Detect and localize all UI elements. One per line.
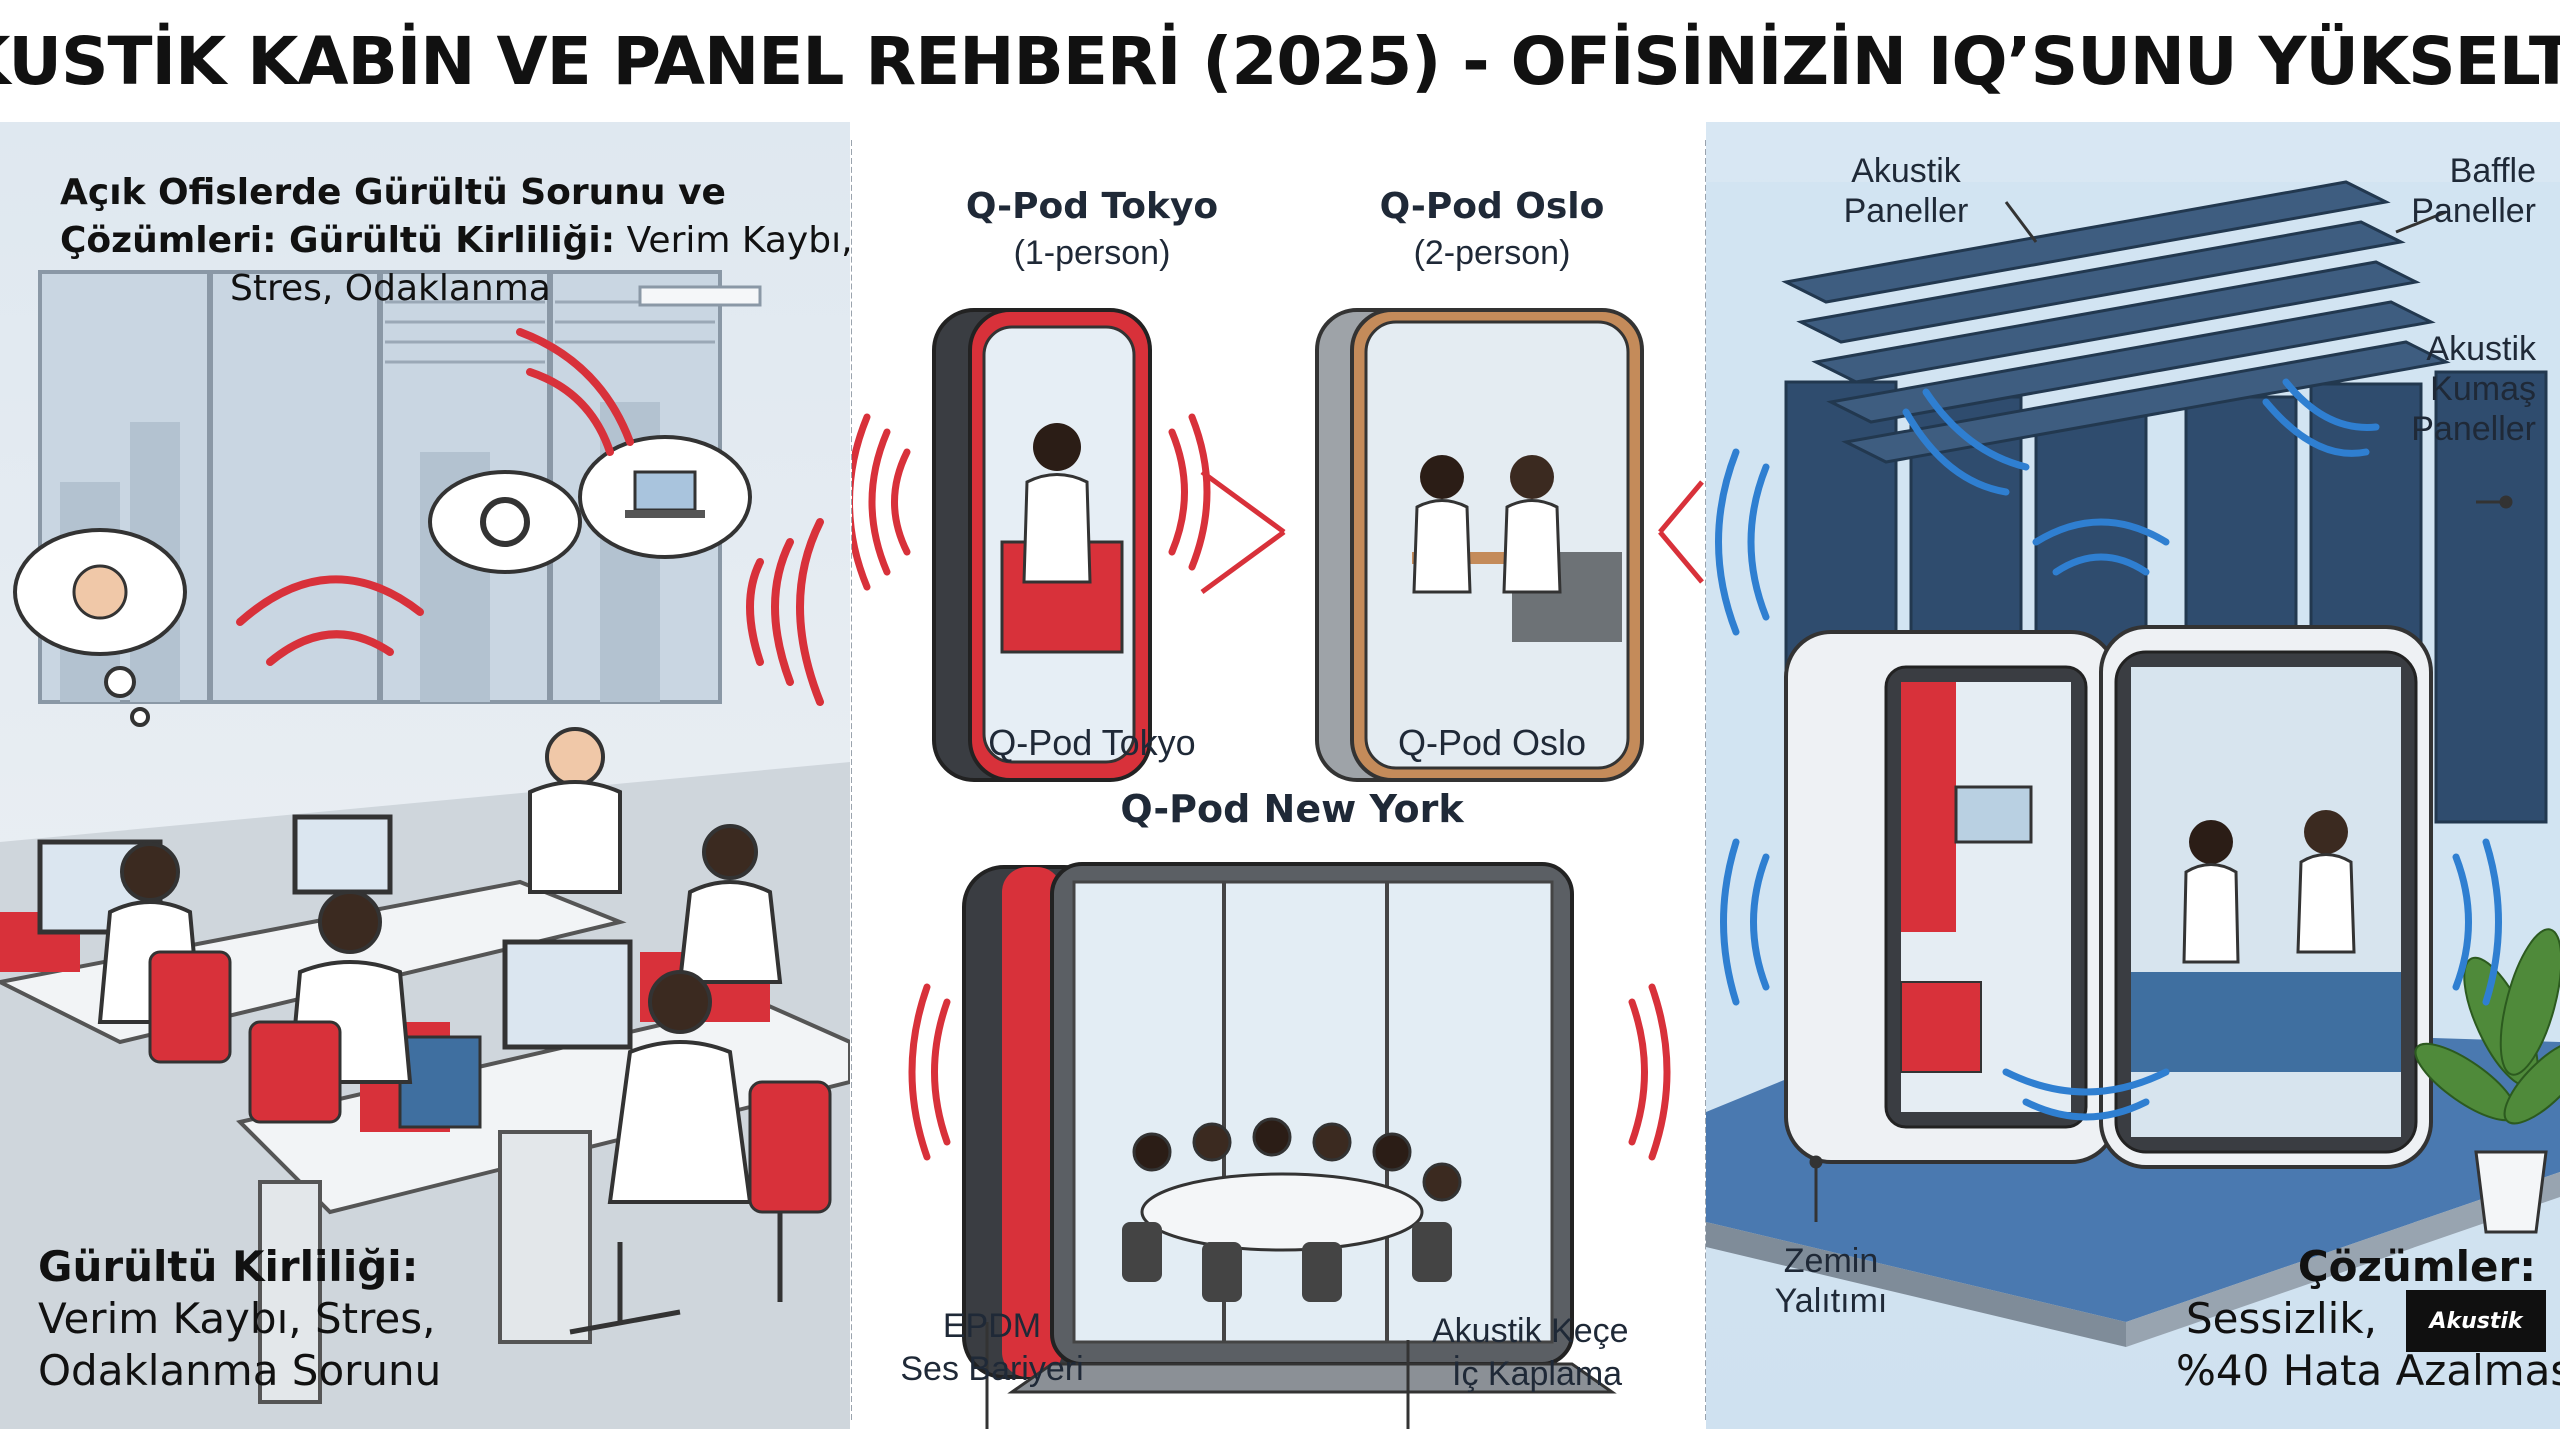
felt-label-line-2: İç Kaplama	[1452, 1355, 1623, 1393]
baffle-label-line-1: Baffle	[2449, 152, 2536, 190]
tokyo-caption: Q-Pod Tokyo	[988, 722, 1196, 763]
akustik-logo-text: Akustik	[2429, 1308, 2523, 1334]
solutions-panel: Akustik Paneller Baffle Paneller Akustik…	[1706, 122, 2560, 1429]
noise-heading-bold: Çözümleri: Gürültü Kirliliği:	[60, 220, 616, 261]
pod-products-panel: Q-Pod Tokyo (1-person) Q-Pod Tokyo Q-Pod…	[852, 122, 1704, 1429]
akustik-logo: Akustik	[2406, 1290, 2546, 1352]
noise-heading-line-3: Stres, Odaklanma	[230, 268, 551, 309]
noise-summary-line-1: Verim Kaybı, Stres,	[38, 1294, 436, 1343]
noise-heading-line-1: Açık Ofislerde Gürültü Sorunu ve	[60, 172, 726, 213]
right-pods-graphic	[1784, 625, 2433, 1169]
noise-heading-line-2: Çözümleri: Gürültü Kirliliği: Verim Kayb…	[60, 220, 850, 261]
tokyo-pod-graphic	[932, 308, 1152, 782]
newyork-pod-graphic	[962, 862, 1617, 1394]
acoustic-room-illustration	[1706, 180, 2560, 1347]
solutions-title: Çözümler:	[2297, 1242, 2536, 1291]
solutions-line-1: Sessizlik,	[2186, 1294, 2377, 1343]
acoustic-panels-label-line-1: Akustik	[1851, 152, 1961, 190]
pods-illustration	[852, 308, 1704, 1429]
fabric-label-line-2: Kumaş	[2430, 370, 2536, 408]
tokyo-title: Q-Pod Tokyo	[965, 186, 1219, 227]
fabric-label-line-1: Akustik	[2426, 330, 2536, 368]
epdm-label-line-2: Ses Bariyeri	[900, 1350, 1084, 1388]
acoustic-panels-label-line-2: Paneller	[1843, 192, 1969, 230]
open-office-illustration	[0, 270, 850, 1429]
oslo-title: Q-Pod Oslo	[1379, 186, 1605, 227]
baffle-label-line-2: Paneller	[2411, 192, 2536, 230]
epdm-label-line-1: EPDM	[942, 1307, 1042, 1345]
noise-summary-line-2: Odaklanma Sorunu	[38, 1346, 442, 1395]
fabric-label-line-3: Paneller	[2411, 410, 2536, 448]
noise-problem-panel: Açık Ofislerde Gürültü Sorunu ve Çözümle…	[0, 122, 850, 1429]
noise-summary-title: Gürültü Kirliliği:	[38, 1242, 419, 1291]
felt-label-line-1: Akustik Keçe	[1432, 1312, 1629, 1350]
newyork-title: Q-Pod New York	[1120, 787, 1464, 831]
page-title: AKUSTİK KABİN VE PANEL REHBERİ (2025) - …	[0, 22, 2560, 100]
oslo-subtitle: (2-person)	[1413, 234, 1571, 272]
oslo-pod-graphic	[1315, 308, 1644, 782]
floor-label-line-1: Zemin	[1783, 1242, 1879, 1280]
noise-heading-normal: Verim Kaybı,	[615, 220, 850, 261]
floor-label-line-2: Yalıtımı	[1774, 1282, 1888, 1320]
tokyo-subtitle: (1-person)	[1013, 234, 1171, 272]
solutions-line-2: %40 Hata Azalması	[2176, 1346, 2560, 1395]
oslo-caption: Q-Pod Oslo	[1397, 722, 1587, 763]
